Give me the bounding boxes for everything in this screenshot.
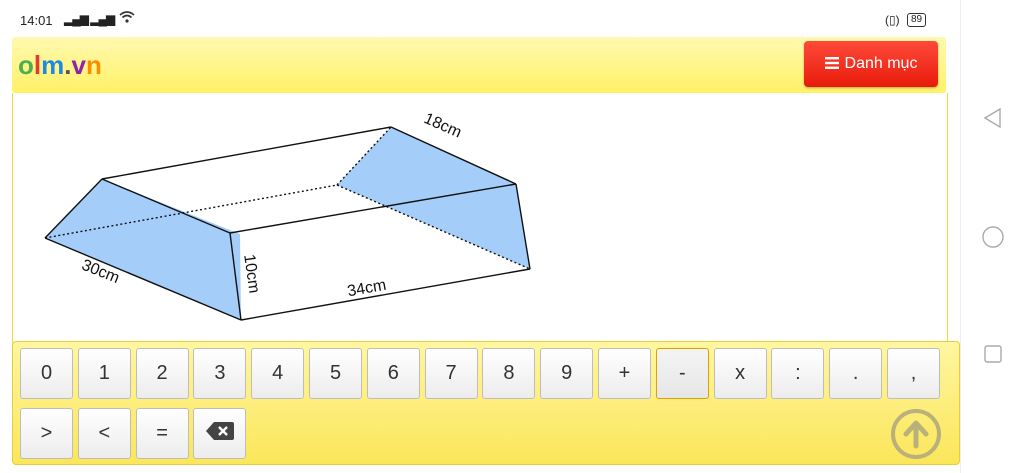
- key-dot[interactable]: .: [829, 348, 883, 399]
- key-3[interactable]: 3: [193, 348, 247, 399]
- backspace-icon: [205, 421, 234, 446]
- logo-letter: n: [85, 50, 102, 80]
- battery-indicator: 89: [907, 13, 927, 27]
- arrow-up-circle-icon: [891, 409, 941, 459]
- key-plus[interactable]: +: [598, 348, 651, 399]
- logo-letter: v: [71, 50, 86, 80]
- key-9[interactable]: 9: [540, 348, 594, 399]
- android-nav-bar: [960, 0, 1024, 473]
- wifi-icon: [119, 10, 135, 26]
- key-comma[interactable]: ,: [887, 348, 940, 399]
- logo-letter: .: [64, 50, 72, 80]
- key-divide[interactable]: :: [771, 348, 825, 399]
- menu-label: Danh mục: [844, 55, 918, 72]
- status-time: 14:01: [20, 13, 53, 28]
- submit-button[interactable]: [890, 408, 942, 460]
- menu-button[interactable]: Danh mục: [804, 41, 938, 87]
- home-icon[interactable]: [981, 225, 1005, 249]
- key-times[interactable]: x: [713, 348, 767, 399]
- key-greater-than[interactable]: >: [20, 408, 73, 459]
- key-4[interactable]: 4: [251, 348, 305, 399]
- backspace-key[interactable]: [193, 408, 246, 459]
- list-icon: [824, 56, 839, 72]
- label-18cm: 18cm: [421, 110, 464, 141]
- label-34cm: 34cm: [346, 277, 387, 301]
- logo-letter: o: [18, 50, 34, 80]
- label-10cm: 10cm: [240, 253, 262, 294]
- question-content: 18cm 30cm 10cm 34cm: [12, 93, 948, 343]
- prism-figure: 18cm 30cm 10cm 34cm: [44, 110, 531, 321]
- key-1[interactable]: 1: [77, 348, 131, 399]
- key-less-than[interactable]: <: [77, 408, 131, 459]
- key-6[interactable]: 6: [366, 348, 420, 399]
- logo-letter: m: [41, 50, 65, 80]
- back-icon[interactable]: [982, 107, 1004, 129]
- recents-icon[interactable]: [984, 345, 1002, 363]
- key-minus[interactable]: -: [655, 348, 709, 399]
- key-8[interactable]: 8: [482, 348, 536, 399]
- logo-letter: l: [33, 50, 42, 80]
- key-0[interactable]: 0: [20, 348, 73, 399]
- vibrate-icon: (▯): [885, 13, 900, 27]
- key-7[interactable]: 7: [424, 348, 478, 399]
- olm-logo[interactable]: olm.vn: [18, 50, 102, 81]
- signal-icon: ▂▄▆ ▂▄▆: [64, 12, 115, 26]
- key-equals[interactable]: =: [135, 408, 189, 459]
- key-5[interactable]: 5: [309, 348, 362, 399]
- status-bar: 14:01 ▂▄▆ ▂▄▆ (▯) 89: [0, 0, 960, 36]
- key-2[interactable]: 2: [135, 348, 189, 399]
- site-header: olm.vn Danh mục: [12, 37, 946, 93]
